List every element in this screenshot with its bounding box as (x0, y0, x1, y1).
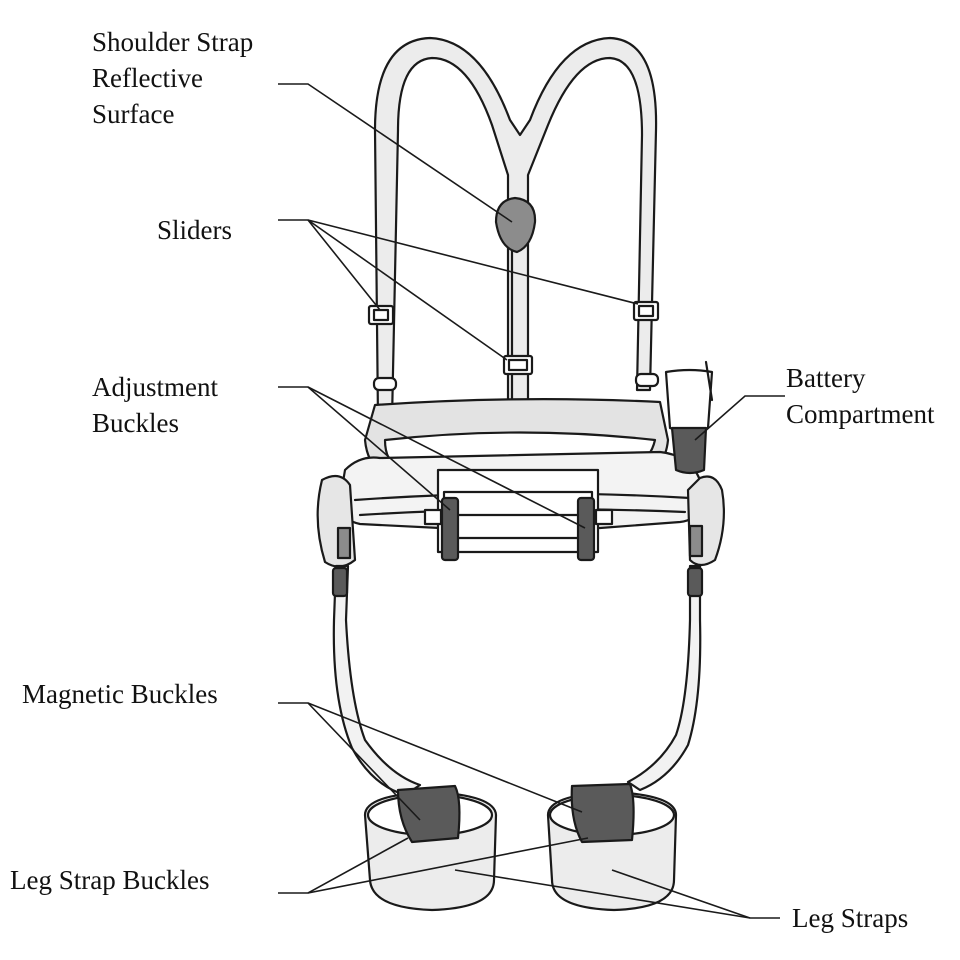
thigh-struts (331, 564, 704, 797)
magnetic-buckles (396, 782, 635, 844)
leader-lines (278, 83, 785, 919)
label-magnetic-buckles: Magnetic Buckles (22, 679, 218, 709)
waist-belt (338, 398, 702, 554)
adjustment-buckles (423, 496, 614, 562)
label-sliders: Sliders (157, 215, 233, 245)
label-shoulder-strap: Shoulder Strap Reflective Surface (92, 27, 254, 129)
sliders (367, 300, 660, 376)
label-leg-straps: Leg Straps (792, 903, 909, 933)
reflective-surface-patch (494, 196, 537, 254)
label-battery-compartment: Battery Compartment (786, 363, 935, 429)
hip-modules (316, 474, 725, 568)
label-adjustment-buckles: Adjustment Buckles (92, 372, 218, 438)
label-leg-strap-buckles: Leg Strap Buckles (10, 865, 210, 895)
